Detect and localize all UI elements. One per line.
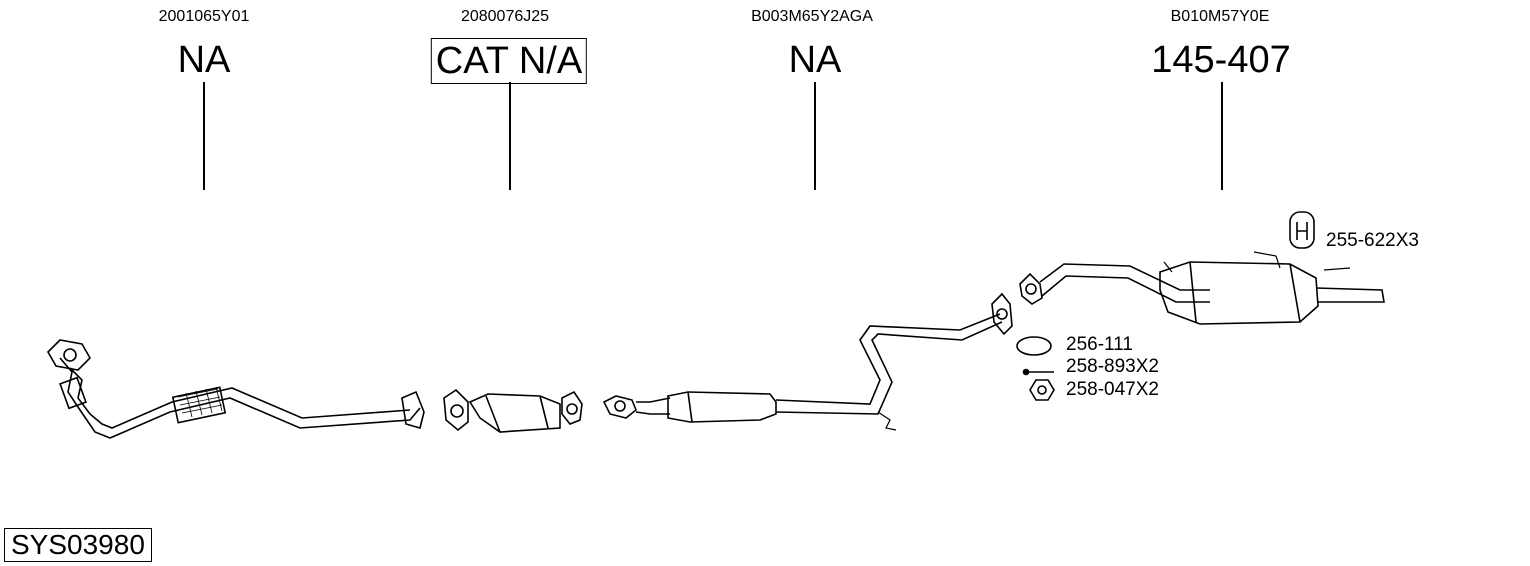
nut-icon: [1029, 379, 1055, 401]
leader-line-front-pipe: [203, 82, 205, 190]
cat-inlet-hole: [450, 404, 464, 418]
accessory-gasket-code[interactable]: 256-111: [1066, 334, 1133, 355]
center-silencer: [667, 391, 777, 423]
tail-pipe: [1315, 287, 1385, 303]
cat-inlet-flange: [443, 388, 469, 432]
rear-inlet-hole: [1025, 283, 1037, 295]
mid-rear-tube: [775, 313, 1003, 415]
center-silencer-pipe[interactable]: [602, 292, 1013, 431]
mid-hanger-wire: [877, 411, 897, 431]
rear-silencer[interactable]: [1019, 251, 1385, 325]
hanger-icon: [1289, 211, 1315, 249]
front-pipe-outer: [59, 357, 421, 439]
leader-line-rear: [1221, 82, 1223, 190]
rear-silencer-body: [1159, 261, 1319, 325]
bolt-icon: [1022, 368, 1054, 376]
mid-outlet-flange: [991, 292, 1013, 336]
part-number-middle[interactable]: NA: [788, 39, 842, 81]
rear-inlet-flange: [1019, 272, 1043, 305]
catalytic-converter[interactable]: [443, 388, 583, 433]
front-pipe-inner: [69, 367, 411, 429]
oem-number-rear: B010M57Y0E: [1170, 8, 1270, 25]
flex-mesh: [177, 386, 223, 418]
mid-inlet-hole: [614, 400, 626, 412]
leader-line-middle: [814, 82, 816, 190]
oem-number-front-pipe: 2001065Y01: [158, 8, 250, 25]
part-number-catalyst[interactable]: CAT N/A: [430, 38, 588, 84]
system-code-label: SYS03980: [4, 528, 152, 562]
front-pipe-flange: [47, 339, 91, 371]
center-silencer-edge: [687, 391, 693, 423]
front-pipe-joint: [59, 376, 87, 410]
oem-number-catalyst: 2080076J25: [460, 8, 550, 25]
cat-outlet-flange: [561, 390, 583, 425]
leader-line-catalyst: [509, 82, 511, 190]
front-pipe-flange-hole: [63, 348, 77, 362]
oem-number-middle: B003M65Y2AGA: [751, 8, 873, 25]
cat-body: [468, 393, 561, 433]
front-pipe[interactable]: [47, 339, 425, 439]
rear-silencer-edge: [1189, 261, 1301, 323]
mid-front-tube: [635, 397, 671, 415]
gasket-ring-icon: [1016, 336, 1052, 356]
mid-inlet-flange: [602, 395, 637, 419]
cat-outlet-hole: [566, 403, 578, 415]
rear-inlet-tube: [1039, 263, 1210, 303]
rear-hanger-pins: [1163, 251, 1351, 273]
accessory-bolt-code[interactable]: 258-893X2: [1066, 356, 1159, 377]
part-number-rear[interactable]: 145-407: [1151, 39, 1291, 81]
mid-outlet-hole: [996, 308, 1008, 320]
accessory-nut-code[interactable]: 258-047X2: [1066, 379, 1159, 400]
part-number-front-pipe[interactable]: NA: [177, 39, 231, 81]
front-pipe-rear-flange: [401, 390, 425, 429]
cat-body-edge: [485, 395, 549, 433]
accessory-hanger-code[interactable]: 255-622X3: [1326, 230, 1419, 251]
